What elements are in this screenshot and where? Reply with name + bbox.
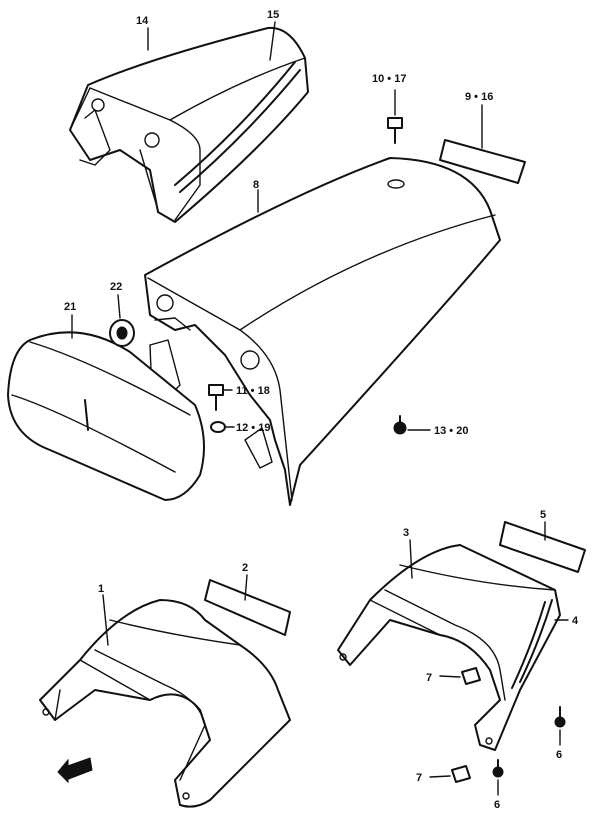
callout-10-17: 10 • 17 bbox=[372, 73, 406, 85]
callout-13-20: 13 • 20 bbox=[434, 425, 468, 437]
callout-6-lower: 6 bbox=[494, 799, 500, 811]
callout-9-16: 9 • 16 bbox=[465, 91, 493, 103]
part-2-label bbox=[204, 574, 291, 636]
part-6-screw-upper bbox=[554, 706, 566, 746]
part-21-tail-lens bbox=[7, 331, 205, 501]
leader-lines bbox=[71, 21, 276, 339]
callout-2: 2 bbox=[242, 562, 248, 574]
callout-8: 8 bbox=[253, 179, 259, 191]
callout-7-upper: 7 bbox=[426, 672, 432, 684]
callout-labels: 14 15 10 • 17 9 • 16 8 22 21 11 • 18 12 … bbox=[64, 9, 579, 811]
part-8-seat-cowl bbox=[144, 157, 501, 506]
part-3-lower-cover bbox=[337, 539, 561, 751]
part-4-trim bbox=[511, 599, 569, 689]
part-14-rear-cover bbox=[69, 26, 309, 223]
callout-21: 21 bbox=[64, 301, 76, 313]
callout-15: 15 bbox=[267, 9, 279, 21]
part-5-label bbox=[499, 521, 586, 573]
callout-22: 22 bbox=[110, 281, 122, 293]
callout-3: 3 bbox=[403, 527, 409, 539]
part-7-clip-lower bbox=[429, 765, 471, 783]
callout-11-18: 11 • 18 bbox=[236, 385, 270, 397]
part-9-16-label bbox=[439, 104, 526, 184]
part-13-20-screw bbox=[393, 415, 431, 435]
callout-6-upper: 6 bbox=[556, 749, 562, 761]
callout-12-19: 12 • 19 bbox=[236, 422, 270, 434]
part-22-grommet bbox=[109, 294, 135, 347]
part-12-19-washer bbox=[210, 421, 235, 433]
callout-5: 5 bbox=[540, 509, 546, 521]
part-7-clip-upper bbox=[439, 667, 481, 685]
part-10-17-bolt bbox=[387, 89, 403, 144]
callout-14: 14 bbox=[136, 15, 149, 27]
part-15-trim-strip bbox=[174, 61, 301, 193]
callout-7-lower: 7 bbox=[416, 772, 422, 784]
part-1-lower-cover bbox=[39, 594, 291, 808]
forward-arrow-symbol bbox=[57, 757, 93, 784]
callout-1: 1 bbox=[98, 583, 104, 595]
callout-4: 4 bbox=[572, 615, 579, 627]
part-11-18-screw bbox=[208, 384, 233, 411]
part-6-screw-lower bbox=[492, 759, 504, 796]
